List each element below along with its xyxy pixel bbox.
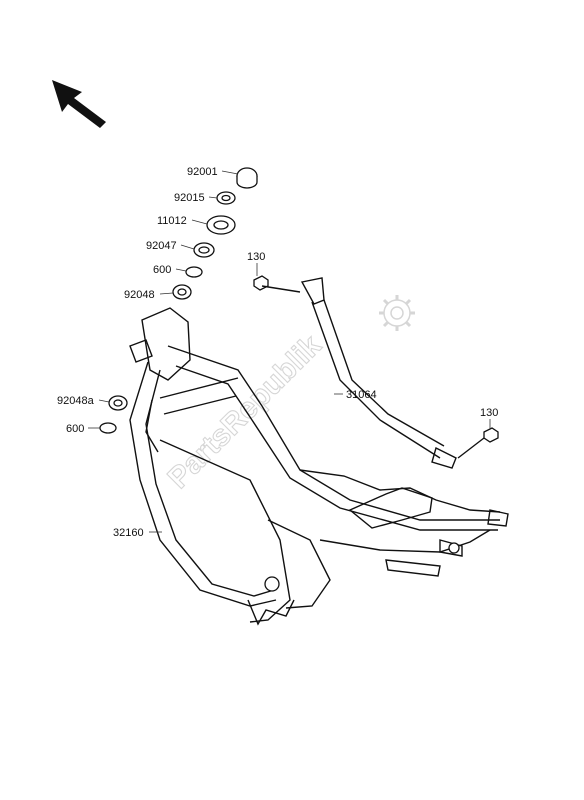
part-label-130-right[interactable]: 130	[480, 407, 498, 419]
part-label-92047[interactable]: 92047	[146, 240, 177, 252]
front-direction-arrow-icon	[52, 80, 106, 128]
watermark: PartsRepublik	[161, 295, 415, 495]
gear-watermark-icon	[379, 295, 415, 331]
cap-92001-icon	[236, 167, 258, 189]
ring-600-icon	[185, 266, 203, 278]
race-92048a-icon	[108, 395, 128, 411]
bolt-130b-icon	[457, 427, 499, 459]
subframe-31064-drawing	[300, 277, 457, 469]
part-label-11012[interactable]: 11012	[157, 215, 187, 227]
part-drawings	[99, 167, 499, 459]
part-label-32160[interactable]: 32160	[113, 527, 144, 539]
part-label-600-lower[interactable]: 600	[66, 423, 84, 435]
part-label-92048[interactable]: 92048	[124, 289, 155, 301]
part-label-130[interactable]: 130	[247, 251, 265, 263]
part-label-92001[interactable]: 92001	[187, 166, 218, 178]
washer-92015-icon	[216, 191, 236, 205]
ring-600b-icon	[99, 422, 117, 434]
part-label-92015[interactable]: 92015	[174, 192, 205, 204]
seal-92047-icon	[193, 242, 215, 258]
part-label-31064[interactable]: 31064	[346, 389, 377, 401]
part-label-600[interactable]: 600	[153, 264, 171, 276]
bearing-11012-icon	[206, 215, 236, 235]
main-frame-32160-drawing	[129, 307, 509, 626]
bolt-130a-icon	[253, 275, 301, 293]
part-labels: 92001 92015 11012 92047 600 92048 130 31…	[57, 166, 498, 539]
part-label-92048a[interactable]: 92048a	[57, 395, 95, 407]
leader-lines	[88, 170, 491, 533]
race-92048-icon	[172, 284, 192, 300]
